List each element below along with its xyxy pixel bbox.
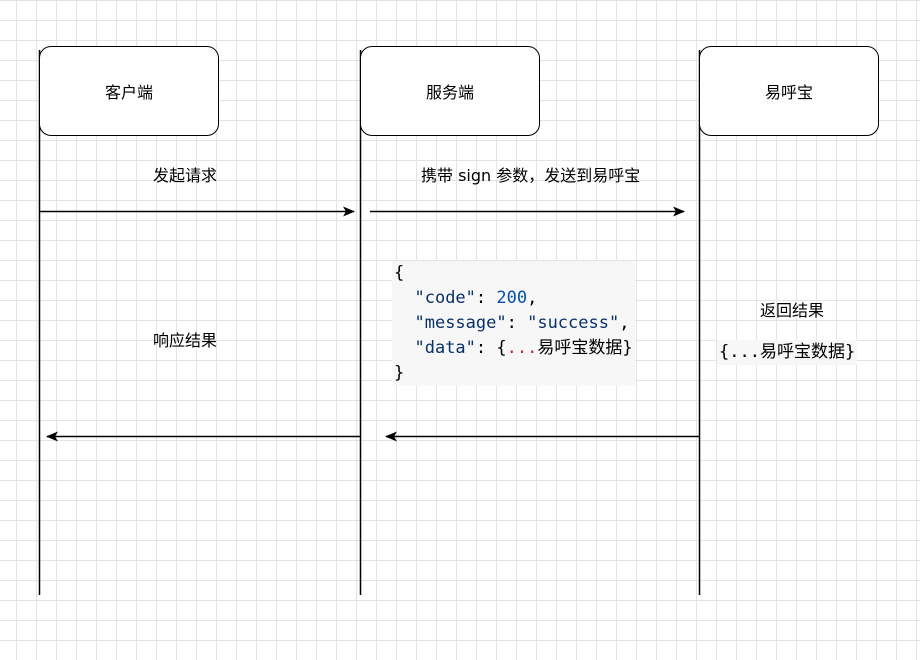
json-message-key: "message" [414,313,507,333]
participant-server: 服务端 [360,46,540,136]
json-close-brace: } [394,363,405,383]
participant-ehubao-label: 易呼宝 [764,83,813,102]
participant-ehubao: 易呼宝 [699,46,879,136]
json-data-key: "data" [414,338,476,358]
json-open-brace: { [394,263,405,283]
json-data-ellipsis: ... [506,338,538,358]
ehubao-data-block: {...易呼宝数据} [717,340,858,365]
json-code-key: "code" [414,288,476,308]
message-forward-label: 携带 sign 参数，发送到易呼宝 [421,166,641,185]
json-message-value: "success" [527,313,620,333]
json-response-block: { "code": 200, "message": "success", "da… [392,261,635,386]
json-data-text: 易呼宝数据 [537,338,623,358]
participant-client-label: 客户端 [104,83,153,102]
message-request-label: 发起请求 [153,166,218,185]
ehubao-data-ellipsis: ... [729,342,760,362]
participant-client: 客户端 [39,46,219,136]
ehubao-data-text: 易呼宝数据 [759,342,845,362]
message-return-label: 返回结果 [760,301,825,320]
participant-server-label: 服务端 [425,83,474,102]
json-code-value: 200 [496,288,528,308]
message-respond-label: 响应结果 [153,331,218,350]
